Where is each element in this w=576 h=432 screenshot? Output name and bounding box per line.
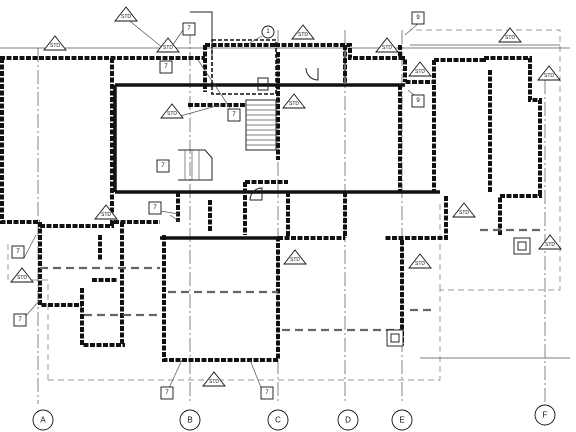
detail-tag: 7 — [160, 386, 174, 400]
std-tag-label: STD — [298, 32, 308, 38]
grid-bubble-d: D — [337, 409, 359, 431]
std-tag: STD — [291, 24, 315, 40]
grid-bubble-f: F — [534, 404, 556, 426]
grid-bubble-c: C — [267, 409, 289, 431]
callout-number: 1 — [266, 29, 270, 35]
detail-tags: 7 7 7 7 7 7 7 7 — [11, 11, 425, 400]
property-boundary — [7, 29, 561, 381]
detail-tag-number: 7 — [18, 317, 22, 323]
detail-callout-box — [190, 11, 277, 95]
interior-walls — [92, 45, 492, 345]
std-tag-label: STD — [382, 45, 392, 51]
detail-tag: 7 — [260, 386, 274, 400]
window-tag-number: 9 — [416, 98, 420, 104]
grid-label: D — [345, 416, 351, 425]
grid-label: B — [187, 416, 192, 425]
grid-label: F — [543, 411, 548, 420]
detail-tag: 7 — [11, 245, 25, 259]
std-tag: STD — [283, 249, 307, 265]
columns — [257, 77, 531, 347]
std-tag-label: STD — [289, 101, 299, 107]
grid-bubble-b: B — [179, 409, 201, 431]
detail-tag-number: 7 — [265, 390, 269, 396]
std-tag-label: STD — [505, 35, 515, 41]
std-tag: STD — [202, 371, 226, 387]
detail-tag-number: 7 — [161, 163, 165, 169]
exterior-walls — [0, 43, 542, 362]
std-tag-label: STD — [544, 73, 554, 79]
std-tag: STD — [375, 37, 399, 53]
detail-tag-number: 7 — [164, 64, 168, 70]
section-callout-marker: 1 — [247, 25, 275, 45]
std-tags: STD STD STD STD STD STD STD STD — [10, 6, 562, 387]
grid-label: C — [275, 416, 281, 425]
detail-tag: 7 — [148, 201, 162, 215]
std-tag-label: STD — [415, 69, 425, 75]
detail-tag-number: 7 — [16, 249, 20, 255]
std-tag: STD — [498, 27, 522, 43]
grid-label: A — [40, 416, 46, 425]
detail-tag: 7 — [13, 313, 27, 327]
beams — [40, 50, 540, 332]
grid-bubble-e: E — [391, 409, 413, 431]
std-tag-label: STD — [459, 210, 469, 216]
grid-bubble-a: A — [32, 409, 54, 431]
std-tag: STD — [538, 234, 562, 250]
std-tag-label: STD — [167, 111, 177, 117]
std-tag-label: STD — [101, 212, 111, 218]
detail-tag-number: 7 — [232, 112, 236, 118]
std-tag-label: STD — [415, 261, 425, 267]
std-tag: STD — [94, 204, 118, 220]
detail-tag-number: 7 — [153, 205, 157, 211]
grid-label: E — [399, 416, 404, 425]
window-tag: 9 — [411, 94, 425, 108]
detail-tag-number: 7 — [187, 26, 191, 32]
detail-tag-number: 7 — [165, 390, 169, 396]
detail-tag: 7 — [182, 22, 196, 36]
std-tag: STD — [10, 267, 34, 283]
window-tag-number: 9 — [416, 15, 420, 21]
std-tag-label: STD — [290, 257, 300, 263]
std-tag: STD — [282, 93, 306, 109]
detail-tag: 7 — [227, 108, 241, 122]
std-tag-label: STD — [17, 275, 27, 281]
std-tag: STD — [408, 253, 432, 269]
detail-tag: 7 — [159, 60, 173, 74]
doors — [249, 67, 319, 201]
std-tag: STD — [156, 37, 180, 53]
std-tag: STD — [537, 65, 561, 81]
std-tag-label: STD — [545, 242, 555, 248]
std-tag-label: STD — [209, 379, 219, 385]
window-tag: 9 — [411, 11, 425, 25]
std-tag: STD — [114, 6, 138, 22]
std-tag: STD — [408, 61, 432, 77]
std-tag: STD — [43, 35, 67, 51]
std-tag-label: STD — [163, 45, 173, 51]
std-tag-label: STD — [50, 43, 60, 49]
grid-bubbles: A B C D E F — [32, 404, 556, 431]
detail-tag: 7 — [156, 159, 170, 173]
std-tag: STD — [452, 202, 476, 218]
stair — [178, 99, 277, 181]
std-tag: STD — [160, 103, 184, 119]
std-tag-label: STD — [121, 14, 131, 20]
